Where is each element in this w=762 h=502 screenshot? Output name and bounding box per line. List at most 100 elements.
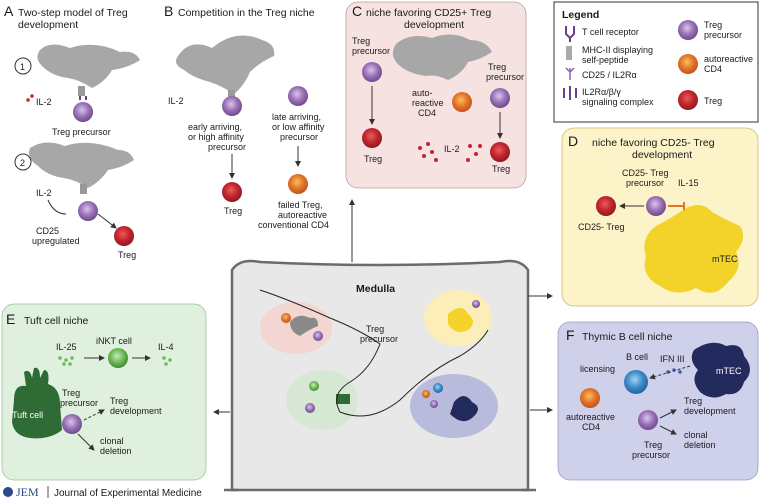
step-2-label: 2	[20, 158, 25, 168]
panel-c-title-line2: development	[404, 19, 464, 31]
mtec-label-f: mTEC	[716, 366, 742, 376]
precursor-cell-c2	[490, 88, 510, 108]
inkt-label: iNKT cell	[96, 336, 132, 346]
panel-f-title: Thymic B cell niche	[582, 331, 673, 343]
arrow-a2-treg	[97, 213, 117, 229]
treg-cell-c1	[362, 128, 382, 148]
auto-label-line2: reactive	[412, 98, 444, 108]
panel-e-background	[1, 303, 207, 481]
il2-label-c: IL-2	[444, 144, 460, 154]
panel-a-letter: A	[4, 3, 14, 19]
prec-d-line2: precursor	[626, 178, 664, 188]
panel-f-letter: F	[566, 327, 575, 343]
bcell-label: B cell	[626, 352, 648, 362]
mhc-icon	[566, 46, 572, 60]
il4-label: IL-4	[158, 342, 174, 352]
licensing-label: licensing	[580, 364, 615, 374]
inkt-cell	[108, 348, 128, 368]
early-label-line1: early arriving,	[188, 122, 242, 132]
legend-mhc-line1: MHC-II displaying	[582, 45, 653, 55]
il15-label: IL-15	[678, 178, 699, 188]
niche-e-mini	[286, 370, 358, 430]
failed-label-line2: autoreactive	[278, 210, 327, 220]
arrow-a2-il2	[47, 199, 67, 215]
precursor-cell-d	[646, 196, 666, 216]
panel-b: B Competition in the Treg niche IL-2 ear…	[164, 3, 329, 230]
early-label-line3: precursor	[208, 142, 246, 152]
il25-dots	[58, 356, 74, 366]
medulla: Medulla Treg precursor	[213, 199, 553, 492]
medulla-prec-line1: Treg	[366, 324, 384, 334]
precursor-label-a1: Treg precursor	[52, 127, 111, 137]
footer: JEM Journal of Experimental Medicine	[3, 485, 202, 499]
mhc-icon-b	[228, 90, 235, 100]
legend-mhc-line2: self-peptide	[582, 55, 629, 65]
mtec-cell-f	[691, 342, 750, 398]
auto-f-line2: CD4	[582, 422, 600, 432]
il2-label-b: IL-2	[168, 96, 184, 106]
dendritic-cell-a2	[29, 142, 134, 188]
tuft-cell	[12, 367, 62, 439]
legend-il2r-line1: IL2Rα/β/γ	[582, 87, 621, 97]
panel-c: C niche favoring CD25+ Treg development …	[345, 1, 527, 189]
legend-auto-line1: autoreactive	[704, 54, 753, 64]
treg-label-c2: Treg	[492, 164, 510, 174]
prec-e-line1: Treg	[62, 388, 80, 398]
legend-cd25: CD25 / IL2Rα	[582, 70, 637, 80]
legend: Legend T cell receptor MHC-II displaying…	[553, 1, 759, 123]
prec-f-line1: Treg	[644, 440, 662, 450]
panel-e: E Tuft cell niche IL-25 iNKT cell IL-4 T…	[1, 303, 207, 481]
auto-label-line3: CD4	[418, 108, 436, 118]
il4-dots	[162, 356, 172, 366]
mtec-label-d: mTEC	[712, 254, 738, 264]
treg-cell-d	[596, 196, 616, 216]
step-1-marker	[14, 57, 32, 75]
il2-label-a2: IL-2	[36, 188, 52, 198]
panel-b-letter: B	[164, 3, 173, 19]
cd25-label-line1: CD25	[36, 226, 59, 236]
panel-a-title-line1: Two-step model of Treg	[18, 7, 128, 19]
jem-logo-icon	[3, 487, 13, 497]
legend-tcr: T cell receptor	[582, 27, 639, 37]
failed-label-line3: conventional CD4	[258, 220, 329, 230]
prec-e-line2: precursor	[60, 398, 98, 408]
step-2-marker	[14, 153, 32, 171]
prec-c1-line2: precursor	[352, 46, 390, 56]
b-cell	[624, 370, 648, 394]
dev-e-line1: Treg	[110, 396, 128, 406]
panel-d-letter: D	[568, 133, 578, 149]
legend-prec-line1: Treg	[704, 20, 722, 30]
arrow-f-del	[659, 425, 677, 435]
panel-f: F Thymic B cell niche mTEC IFN III B cel…	[557, 321, 759, 481]
il2r-icon	[563, 86, 577, 100]
panel-c-letter: C	[352, 3, 362, 19]
dendritic-cell-c	[392, 34, 492, 80]
late-label-line1: late arriving,	[272, 112, 321, 122]
legend-treg-icon	[678, 90, 698, 110]
auto-f-line1: autoreactive	[566, 412, 615, 422]
jem-logo-text: JEM	[16, 485, 39, 499]
dendritic-cell-b	[176, 35, 275, 94]
prec-d-line1: CD25- Treg	[622, 168, 669, 178]
late-label-line2: or low affinity	[272, 122, 325, 132]
dev-e-line2: development	[110, 406, 162, 416]
del-f-line2: deletion	[684, 440, 716, 450]
mtec-cell-d	[644, 205, 744, 293]
late-label-line3: precursor	[280, 132, 318, 142]
arrow-e-dev	[83, 409, 105, 421]
failed-label-line1: failed Treg,	[278, 200, 323, 210]
treg-cell-a	[114, 226, 134, 246]
step-1-label: 1	[20, 62, 25, 72]
migration-path	[259, 289, 489, 417]
legend-title: Legend	[562, 9, 599, 21]
legend-il2r-line2: signaling complex	[582, 97, 654, 107]
cd25-icon	[565, 67, 575, 80]
medulla-title: Medulla	[356, 283, 395, 295]
treg-cell-b	[222, 182, 242, 202]
medulla-prec-line2: precursor	[360, 334, 398, 344]
legend-box	[553, 1, 759, 123]
panel-d-title-line1: niche favoring CD25- Treg	[592, 137, 715, 149]
il2-dots-c	[418, 142, 482, 162]
precursor-cell-e	[62, 414, 82, 434]
